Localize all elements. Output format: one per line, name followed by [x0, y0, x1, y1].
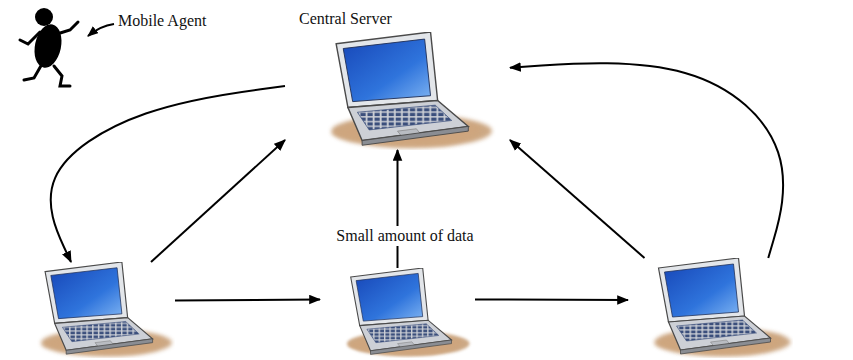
leader-arrow: [88, 24, 114, 36]
laptop-node: [628, 258, 793, 358]
data-arrow: [475, 299, 628, 302]
mobile-agent-figure: [20, 8, 78, 86]
laptop-node: [320, 268, 475, 358]
node-heading: Central Server: [285, 8, 392, 30]
laptop-icon: [320, 268, 475, 358]
laptop-node: Central Server: [285, 8, 510, 150]
laptop-icon: [15, 262, 175, 358]
laptop-icon: [285, 32, 510, 150]
laptop-node: [15, 262, 175, 358]
data-arrow: [51, 86, 285, 262]
data-arrow: [510, 140, 645, 258]
edge-label: Small amount of data: [332, 226, 477, 246]
data-arrow: [510, 63, 783, 258]
laptop-icon: [628, 258, 793, 358]
data-arrow: [397, 150, 399, 268]
data-arrow: [151, 140, 285, 262]
data-arrow: [175, 299, 320, 302]
figure-label: Mobile Agent: [118, 12, 206, 30]
